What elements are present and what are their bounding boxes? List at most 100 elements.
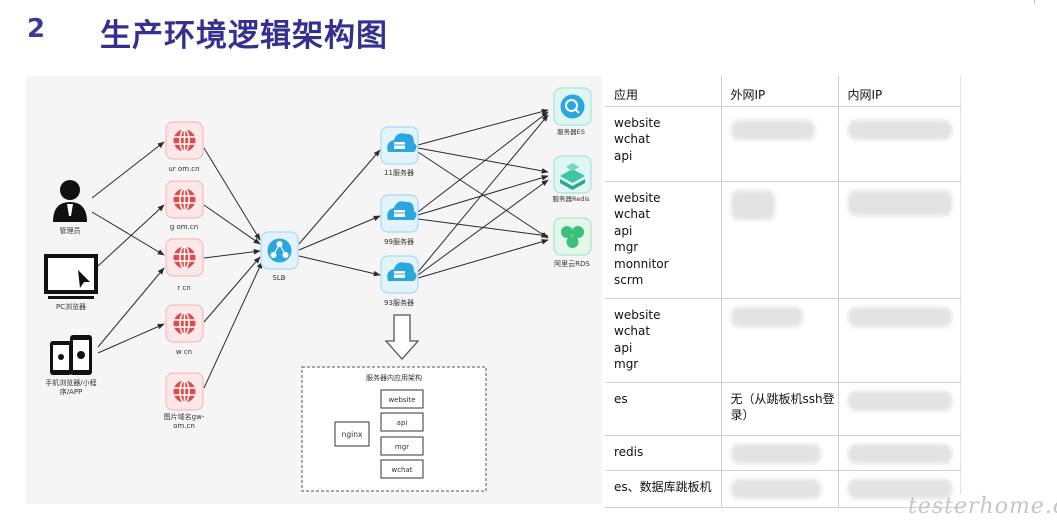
table-row: website wchat api: [605, 106, 962, 182]
cloud-server-icon: [387, 201, 417, 220]
row-public-ip: [720, 435, 838, 471]
admin-user-icon: [53, 180, 87, 222]
redis-icon: [560, 163, 585, 190]
server-node-99: [380, 194, 419, 233]
server-label-99: 99服务器: [384, 237, 414, 246]
row-private-ip: [837, 106, 962, 182]
service-node-rds: [553, 217, 592, 256]
row-public-ip: 无（从跳板机ssh登录）: [720, 382, 838, 436]
service-node-es: [553, 87, 592, 126]
architecture-diagram: 管理员 PC浏览器 手机浏览器/小程 序/APP ur om.cn g om.c…: [26, 76, 602, 504]
page-title: 生产环境逻辑架构图: [100, 18, 388, 54]
row-apps: website wchat api: [605, 106, 721, 182]
app-box-website: [380, 389, 424, 409]
row-public-ip: [720, 106, 838, 182]
app-box-api: [380, 412, 424, 432]
row-apps: es: [605, 382, 721, 436]
rds-icon: [561, 226, 584, 248]
table-row: es、数据库跳板机: [605, 470, 962, 508]
table-right-rule: [960, 76, 961, 494]
app-box-mgr: [380, 436, 424, 456]
ip-table: 应用 外网IP 内网IP website wchat api website w…: [605, 76, 962, 508]
client-label-mobile-line2: 序/APP: [60, 387, 83, 396]
row-apps: website wchat api mgr: [605, 298, 721, 383]
globe-icon: [173, 245, 196, 270]
server-node-11: [380, 126, 419, 165]
slide-number: 2: [27, 14, 46, 44]
domain-node-4: [165, 304, 204, 343]
redacted-ip: [847, 443, 952, 464]
slb-label: SLB: [272, 274, 285, 282]
service-label-rds: 阿里云RDS: [554, 259, 590, 268]
globe-icon: [173, 311, 196, 336]
domain-label-5-line1: 图片域名gw-: [164, 412, 205, 421]
client-label-pc: PC浏览器: [56, 302, 86, 311]
header-app: 应用: [605, 76, 721, 107]
domain-node-2: [165, 180, 204, 219]
globe-icon: [173, 187, 196, 212]
server-node-93: [380, 255, 419, 294]
redacted-ip: [730, 119, 815, 140]
domain-label-5-line2: om.cn: [173, 422, 195, 430]
detail-title: 服务器内应用架构: [366, 373, 422, 382]
redacted-ip: [847, 390, 952, 411]
client-label-admin: 管理员: [60, 226, 81, 235]
redacted-ip: [847, 478, 952, 499]
app-label-website: website: [388, 396, 415, 404]
row-private-ip: [837, 181, 962, 299]
server-label-11: 11服务器: [384, 168, 414, 177]
table-row: website wchat api mgr: [605, 298, 962, 383]
redacted-ip: [847, 119, 952, 140]
domain-label-2: g om.cn: [170, 223, 198, 231]
app-label-api: api: [397, 419, 408, 427]
table-header-row: 应用 外网IP 内网IP: [605, 76, 962, 107]
table-row: redis: [605, 435, 962, 471]
domain-label-3: r cn: [177, 284, 190, 292]
mobile-devices-icon: [50, 335, 92, 375]
down-arrow-icon: [384, 314, 420, 360]
row-apps: es、数据库跳板机: [605, 470, 721, 508]
app-label-wchat: wchat: [391, 466, 412, 474]
cloud-server-icon: [387, 262, 417, 281]
cloud-server-icon: [387, 133, 417, 152]
row-public-ip: [720, 181, 838, 299]
domain-node-1: [165, 121, 204, 160]
table-row: es 无（从跳板机ssh登录）: [605, 382, 962, 436]
header-private-ip: 内网IP: [837, 76, 962, 107]
row-apps: website wchat api mgr monnitor scrm: [605, 181, 721, 299]
corner-mark: [1034, 0, 1035, 4]
redacted-ip: [847, 306, 952, 327]
watermark: testerhome.com: [908, 494, 1057, 519]
row-apps: redis: [605, 435, 721, 471]
slb-node: [260, 231, 299, 270]
domain-label-1: ur om.cn: [168, 165, 199, 173]
client-label-mobile-line1: 手机浏览器/小程: [45, 378, 96, 387]
slb-icon: [267, 238, 292, 263]
globe-icon: [173, 128, 196, 153]
app-label-mgr: mgr: [395, 443, 409, 451]
service-label-redis: 服务器Redis: [552, 194, 590, 203]
redacted-ip: [730, 306, 803, 327]
row-private-ip: [837, 470, 962, 508]
row-public-ip: [720, 470, 838, 508]
row-public-ip: [720, 298, 838, 383]
domain-label-4: w cn: [176, 348, 192, 356]
redacted-ip: [730, 189, 775, 220]
globe-icon: [173, 379, 196, 404]
domain-node-3: [165, 238, 204, 277]
service-node-redis: [553, 155, 592, 194]
redacted-ip: [730, 478, 821, 499]
domain-node-5: [165, 372, 204, 411]
row-private-ip: [837, 298, 962, 383]
search-es-icon: [560, 94, 585, 119]
service-label-es: 服务器ES: [557, 127, 585, 136]
nginx-label: nginx: [342, 430, 363, 439]
redacted-ip: [847, 189, 952, 216]
monitor-icon: [44, 254, 98, 299]
redacted-ip: [730, 443, 821, 464]
row-private-ip: [837, 435, 962, 471]
nginx-box: [334, 421, 370, 447]
server-label-93: 93服务器: [384, 298, 414, 307]
row-private-ip: [837, 382, 962, 436]
table-row: website wchat api mgr monnitor scrm: [605, 181, 962, 299]
